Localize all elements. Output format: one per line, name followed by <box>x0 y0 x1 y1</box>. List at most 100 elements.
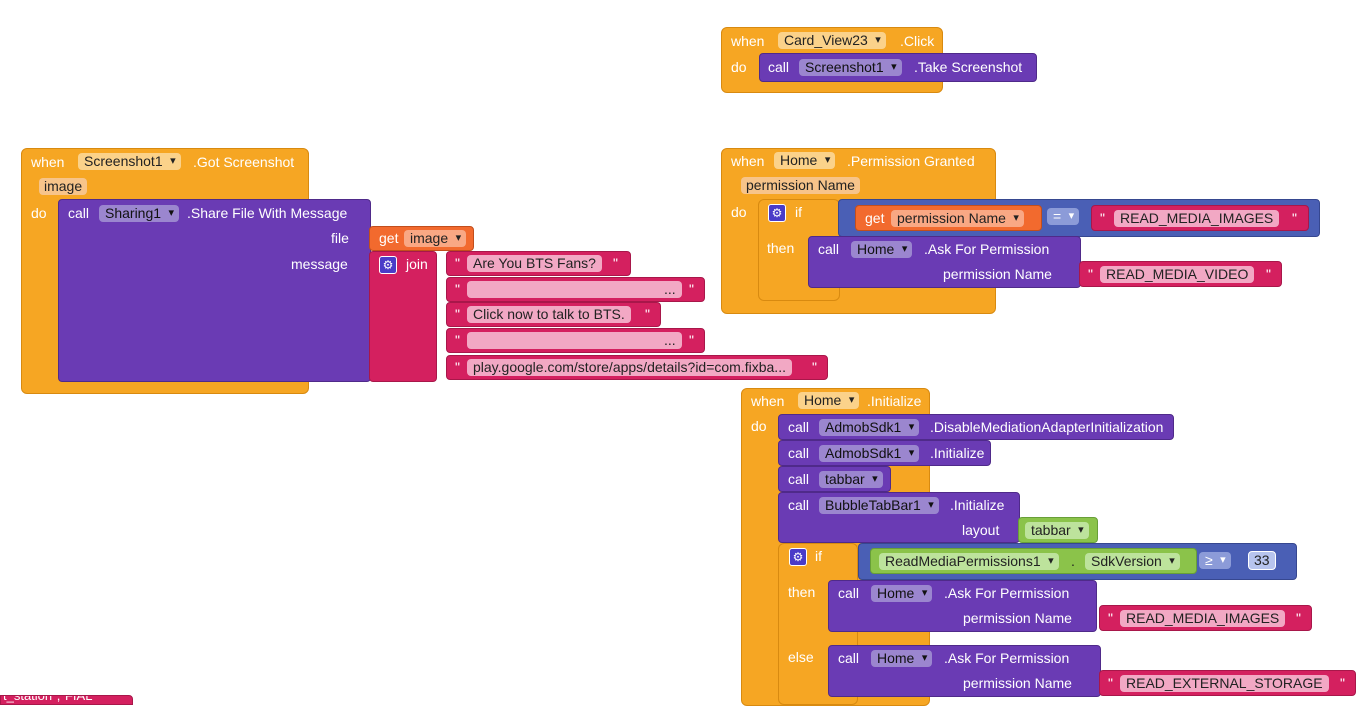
dot: . <box>1071 553 1075 569</box>
component-dropdown[interactable]: tabbar <box>1025 522 1089 539</box>
component-dropdown[interactable]: AdmobSdk1 <box>819 419 920 436</box>
string-block[interactable]: " READ_MEDIA_IMAGES " <box>1099 605 1312 631</box>
event-name: .Permission Granted <box>847 153 975 169</box>
component-dropdown[interactable]: Home <box>774 152 836 169</box>
string-block[interactable]: " Click now to talk to BTS. " <box>446 302 661 327</box>
string-value[interactable]: READ_MEDIA_VIDEO <box>1100 266 1255 283</box>
string-value[interactable]: READ_MEDIA_IMAGES <box>1120 610 1286 627</box>
call-block-ask-permission[interactable]: call Home .Ask For Permission permission… <box>808 236 1081 288</box>
component-dropdown[interactable]: Home <box>871 650 933 667</box>
string-value[interactable]: READ_EXTERNAL_STORAGE <box>1120 675 1329 692</box>
call-block-bubble-tabbar-initialize[interactable]: call BubbleTabBar1 .Initialize layout <box>778 492 1020 543</box>
operator-dropdown[interactable]: = <box>1047 208 1080 225</box>
gear-icon[interactable]: ⚙ <box>789 548 807 566</box>
do-keyword: do <box>751 418 767 434</box>
operator-dropdown[interactable]: ≥ <box>1199 552 1231 569</box>
do-keyword: do <box>31 205 47 221</box>
then-keyword: then <box>767 240 795 256</box>
get-keyword: get <box>865 210 885 226</box>
when-keyword: when <box>751 393 785 409</box>
string-block[interactable]: " play.google.com/store/apps/details?id=… <box>446 355 828 380</box>
quote-open: " <box>1108 610 1113 626</box>
param-image[interactable]: image <box>39 178 88 195</box>
property-getter-block[interactable]: ReadMediaPermissions1 . SdkVersion <box>870 548 1197 574</box>
get-image-block[interactable]: get image <box>369 226 474 251</box>
component-dropdown[interactable]: tabbar <box>819 471 883 488</box>
variable-dropdown[interactable]: image <box>404 230 467 247</box>
get-keyword: get <box>379 230 399 246</box>
call-block-tabbar[interactable]: call tabbar <box>778 466 891 492</box>
call-keyword: call <box>68 205 90 221</box>
message-label: message <box>291 256 348 272</box>
call-keyword: call <box>838 650 860 666</box>
component-dropdown[interactable]: Home <box>851 241 913 258</box>
component-dropdown[interactable]: Home <box>798 392 860 409</box>
quote-open: " <box>1088 266 1093 282</box>
quote-close: " <box>613 255 618 271</box>
if-keyword: if <box>795 204 802 220</box>
gear-icon[interactable]: ⚙ <box>379 256 397 274</box>
call-keyword: call <box>768 59 790 75</box>
permission-name-label: permission Name <box>963 675 1072 691</box>
tabbar-component-block[interactable]: tabbar <box>1018 517 1098 543</box>
number-block[interactable]: 33 <box>1248 551 1276 570</box>
event-name: .Got Screenshot <box>193 154 295 170</box>
method-name: .Take Screenshot <box>914 59 1023 75</box>
string-block[interactable]: " READ_MEDIA_VIDEO " <box>1079 261 1282 287</box>
string-block[interactable]: " READ_MEDIA_IMAGES " <box>1091 205 1309 231</box>
do-keyword: do <box>731 204 747 220</box>
do-keyword: do <box>731 59 747 75</box>
call-block-admob-initialize[interactable]: call AdmobSdk1 .Initialize <box>778 440 991 466</box>
gear-icon[interactable]: ⚙ <box>768 204 786 222</box>
call-block-disable-mediation[interactable]: call AdmobSdk1 .DisableMediationAdapterI… <box>778 414 1174 440</box>
call-block-share-file[interactable]: call Sharing1 .Share File With Message f… <box>58 199 371 382</box>
component-dropdown[interactable]: Screenshot1 <box>78 153 181 170</box>
quote-close: " <box>1292 210 1297 226</box>
component-dropdown[interactable]: ReadMediaPermissions1 <box>879 553 1059 570</box>
call-block-take-screenshot[interactable]: call Screenshot1 .Take Screenshot <box>759 53 1037 82</box>
partial-string-block[interactable]: t_station","FIAL" <box>0 695 133 705</box>
string-block[interactable]: " ... " <box>446 277 705 302</box>
string-value[interactable]: play.google.com/store/apps/details?id=co… <box>467 359 792 376</box>
get-permission-name-block[interactable]: get permission Name <box>855 205 1042 231</box>
property-dropdown[interactable]: SdkVersion <box>1085 553 1180 570</box>
quote-open: " <box>455 255 460 271</box>
string-placeholder[interactable] <box>467 281 682 298</box>
component-dropdown[interactable]: BubbleTabBar1 <box>819 497 939 514</box>
then-keyword: then <box>788 584 816 600</box>
call-keyword: call <box>788 497 810 513</box>
quote-open: " <box>455 332 460 348</box>
join-keyword: join <box>406 256 428 272</box>
call-block-ask-permission-else[interactable]: call Home .Ask For Permission permission… <box>828 645 1101 697</box>
component-dropdown[interactable]: AdmobSdk1 <box>819 445 920 462</box>
variable-dropdown[interactable]: permission Name <box>891 210 1024 227</box>
component-dropdown[interactable]: Screenshot1 <box>799 59 902 76</box>
string-value[interactable]: READ_MEDIA_IMAGES <box>1114 210 1280 227</box>
method-name: .Initialize <box>950 497 1005 513</box>
quote-close: " <box>1266 266 1271 282</box>
string-value[interactable]: Click now to talk to BTS. <box>467 306 631 323</box>
quote-open: " <box>455 359 460 375</box>
string-block[interactable]: " READ_EXTERNAL_STORAGE " <box>1099 670 1356 696</box>
string-placeholder[interactable] <box>467 332 682 349</box>
quote-close: " <box>1340 675 1345 691</box>
method-name: .Initialize <box>930 445 985 461</box>
param-permission-name[interactable]: permission Name <box>741 177 860 194</box>
quote-close: " <box>689 332 694 348</box>
call-block-ask-permission-then[interactable]: call Home .Ask For Permission permission… <box>828 580 1097 632</box>
quote-open: " <box>455 306 460 322</box>
quote-close: " <box>645 306 650 322</box>
join-block[interactable]: ⚙ join <box>369 251 437 382</box>
quote-open: " <box>1108 675 1113 691</box>
component-dropdown[interactable]: Sharing1 <box>99 205 180 222</box>
string-block[interactable]: " ... " <box>446 328 705 353</box>
component-dropdown[interactable]: Home <box>871 585 933 602</box>
string-block[interactable]: " Are You BTS Fans? " <box>446 251 631 276</box>
permission-name-label: permission Name <box>963 610 1072 626</box>
quote-open: " <box>1100 210 1105 226</box>
permission-name-label: permission Name <box>943 266 1052 282</box>
string-value[interactable]: Are You BTS Fans? <box>467 255 602 272</box>
component-dropdown[interactable]: Card_View23 <box>778 32 886 49</box>
method-name: .DisableMediationAdapterInitialization <box>930 419 1164 435</box>
else-keyword: else <box>788 649 814 665</box>
